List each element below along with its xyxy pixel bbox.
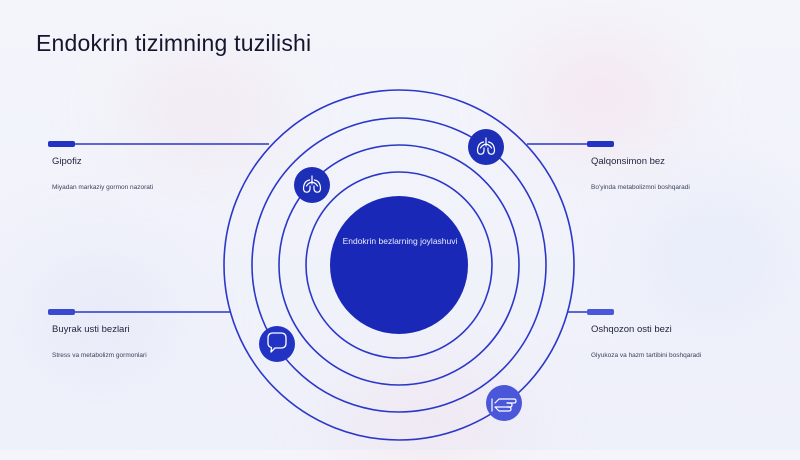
lungs-icon (294, 167, 330, 203)
label-subtitle: Stress va metabolizm gormonlari (52, 352, 147, 359)
speech-bubble-icon (259, 326, 295, 362)
label-title: Gipofiz (52, 156, 82, 167)
accent-bar-oshqozon (587, 309, 614, 315)
hand-pointer-icon (486, 385, 522, 421)
label-block-gipofiz: Gipofiz Miyadan markaziy gormon nazorati (52, 156, 242, 192)
accent-bar-buyrak (48, 309, 75, 315)
label-subtitle: Bo'yinda metabolizmni boshqaradi (591, 184, 690, 191)
label-title: Qalqonsimon bez (591, 156, 665, 167)
center-label: Endokrin bezlarning joylashuvi (342, 236, 458, 246)
center-circle (330, 196, 468, 334)
ring-inner (305, 171, 493, 359)
label-title: Buyrak usti bezlari (52, 324, 130, 335)
slide-title: Endokrin tizimning tuzilishi (36, 30, 312, 56)
accent-bar-qalqonsimon (587, 141, 614, 147)
label-subtitle: Glyukoza va hazm tartibini boshqaradi (591, 352, 702, 359)
label-title: Oshqozon osti bezi (591, 324, 672, 335)
accent-bar-gipofiz (48, 141, 75, 147)
label-subtitle: Miyadan markaziy gormon nazorati (52, 184, 154, 191)
label-block-oshqozon: Oshqozon osti bezi Glyukoza va hazm tart… (591, 324, 781, 360)
label-block-qalqonsimon: Qalqonsimon bez Bo'yinda metabolizmni bo… (591, 156, 781, 192)
diagram-canvas (48, 89, 614, 441)
lungs-icon (468, 129, 504, 165)
ring-outer (223, 89, 575, 441)
ring-2 (278, 144, 520, 386)
ring-3 (251, 117, 547, 413)
label-block-buyrak: Buyrak usti bezlari Stress va metabolizm… (52, 324, 242, 360)
